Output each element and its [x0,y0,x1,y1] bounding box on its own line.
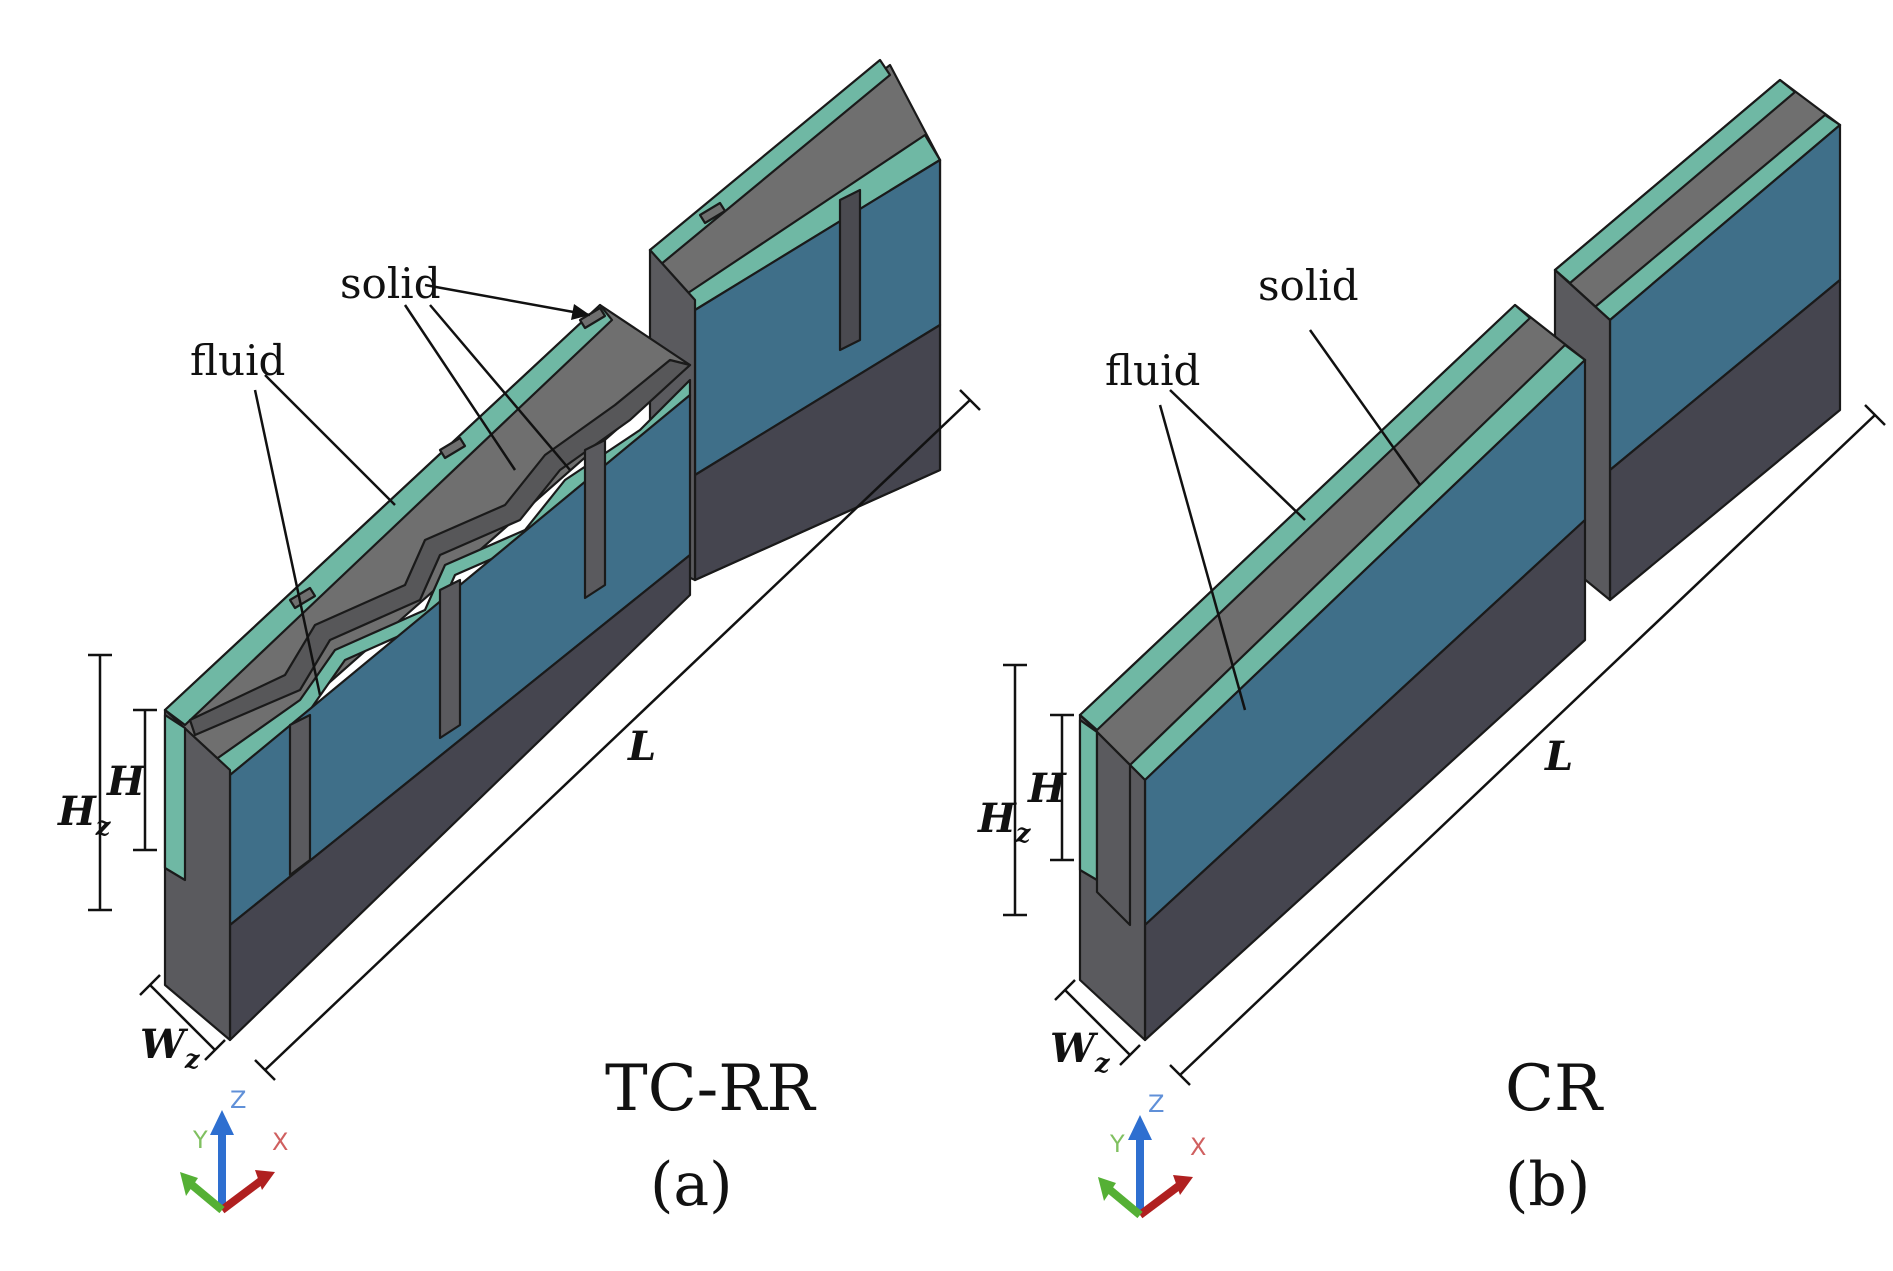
panel-b-fluid-label: fluid [1105,346,1200,395]
gap-tab-1 [578,306,607,330]
b-dim-L-tick-1 [1169,1064,1191,1086]
y-axis-arrowhead [180,1172,198,1196]
panel-b-dim-Hz: Hz [977,795,1032,849]
solid-leader-3 [429,304,571,471]
b-x-axis-arrow [1137,1181,1183,1219]
main-unit-rib-1 [288,713,312,877]
panel-a-dim-Hz: Hz [57,788,112,842]
y-axis-arrow [189,1181,225,1214]
panel-a-rear-unit [648,58,942,582]
gap-tab-3 [288,586,317,610]
b-fluid-leader-1 [1169,389,1306,521]
panel-a-main-unit [163,201,727,1042]
b-main-unit-channel-front [1095,730,1132,927]
panel-b-caption: CR [1505,1052,1604,1126]
main-unit-left-fluid [163,713,187,882]
panel-a-dim-H: H [106,758,146,805]
panel-a-axis-triad: Z X Y [180,1086,288,1214]
b-z-axis-label: Z [1148,1090,1164,1118]
main-unit-rib-2 [438,578,462,740]
dim-Wz-tick-2 [204,1039,226,1061]
b-dim-L-tick-2 [1864,404,1886,426]
dim-L-tick-2 [959,389,981,411]
panel-b-dim-L: L [1544,733,1573,780]
dim-Wz-line [149,984,216,1051]
panel-b-main-unit [1078,303,1587,1042]
panel-a-subcaption: (a) [650,1150,733,1220]
rear-rib-1 [838,188,862,352]
panel-b-rear-unit [1553,78,1842,602]
dim-L-tick-1 [254,1059,276,1081]
dim-Wz-tick-1 [139,974,161,996]
panel-b-axis-triad: Z X Y [1098,1090,1206,1219]
panel-b-solid-label: solid [1258,261,1359,310]
b-fluid-leader-2 [1158,404,1247,711]
b-dim-Wz-tick-1 [1054,979,1076,1001]
main-unit-rib-3 [583,438,607,600]
b-z-axis-arrowhead [1128,1115,1152,1140]
z-axis-arrowhead [210,1110,234,1135]
panel-a-caption: TC-RR [605,1052,816,1126]
b-solid-leader [1308,329,1422,486]
b-main-unit-left-fluid [1078,718,1099,882]
z-axis-label: Z [230,1086,246,1114]
b-dim-Wz-line [1064,989,1131,1056]
panel-a: solid fluid L H Hz Wz Z X Y TC [57,58,981,1220]
x-axis-label: X [272,1128,288,1156]
panel-a-dim-L: L [627,723,656,770]
b-y-axis-arrow [1107,1186,1143,1219]
solid-leader-1 [424,283,591,317]
y-axis-label: Y [192,1126,208,1154]
b-x-axis-arrowhead [1173,1175,1193,1195]
panel-a-solid-label: solid [340,259,441,308]
dim-L-line [264,399,971,1071]
x-axis-arrowhead [255,1170,275,1190]
main-unit-wavy-channel [188,358,692,737]
panel-b: solid fluid L H Hz Wz Z X Y CR [977,78,1886,1220]
gap-tab-4 [698,201,727,225]
panel-b-subcaption: (b) [1505,1150,1590,1220]
x-axis-arrow [219,1176,265,1214]
fluid-leader-2 [253,389,322,696]
b-y-axis-arrowhead [1098,1177,1116,1201]
panel-b-dim-H: H [1027,765,1067,812]
b-dim-Wz-tick-2 [1119,1044,1141,1066]
panel-a-fluid-label: fluid [190,336,285,385]
fluid-leader-1 [264,374,396,506]
panel-a-dim-Wz: Wz [140,1021,201,1075]
panel-b-dim-Wz: Wz [1050,1025,1111,1079]
b-y-axis-label: Y [1109,1130,1125,1158]
b-x-axis-label: X [1190,1133,1206,1161]
gap-tab-2 [438,436,467,460]
solid-leader-1-arrowhead [571,304,590,320]
solid-leader-2 [403,304,517,471]
b-dim-L-line [1179,414,1876,1076]
